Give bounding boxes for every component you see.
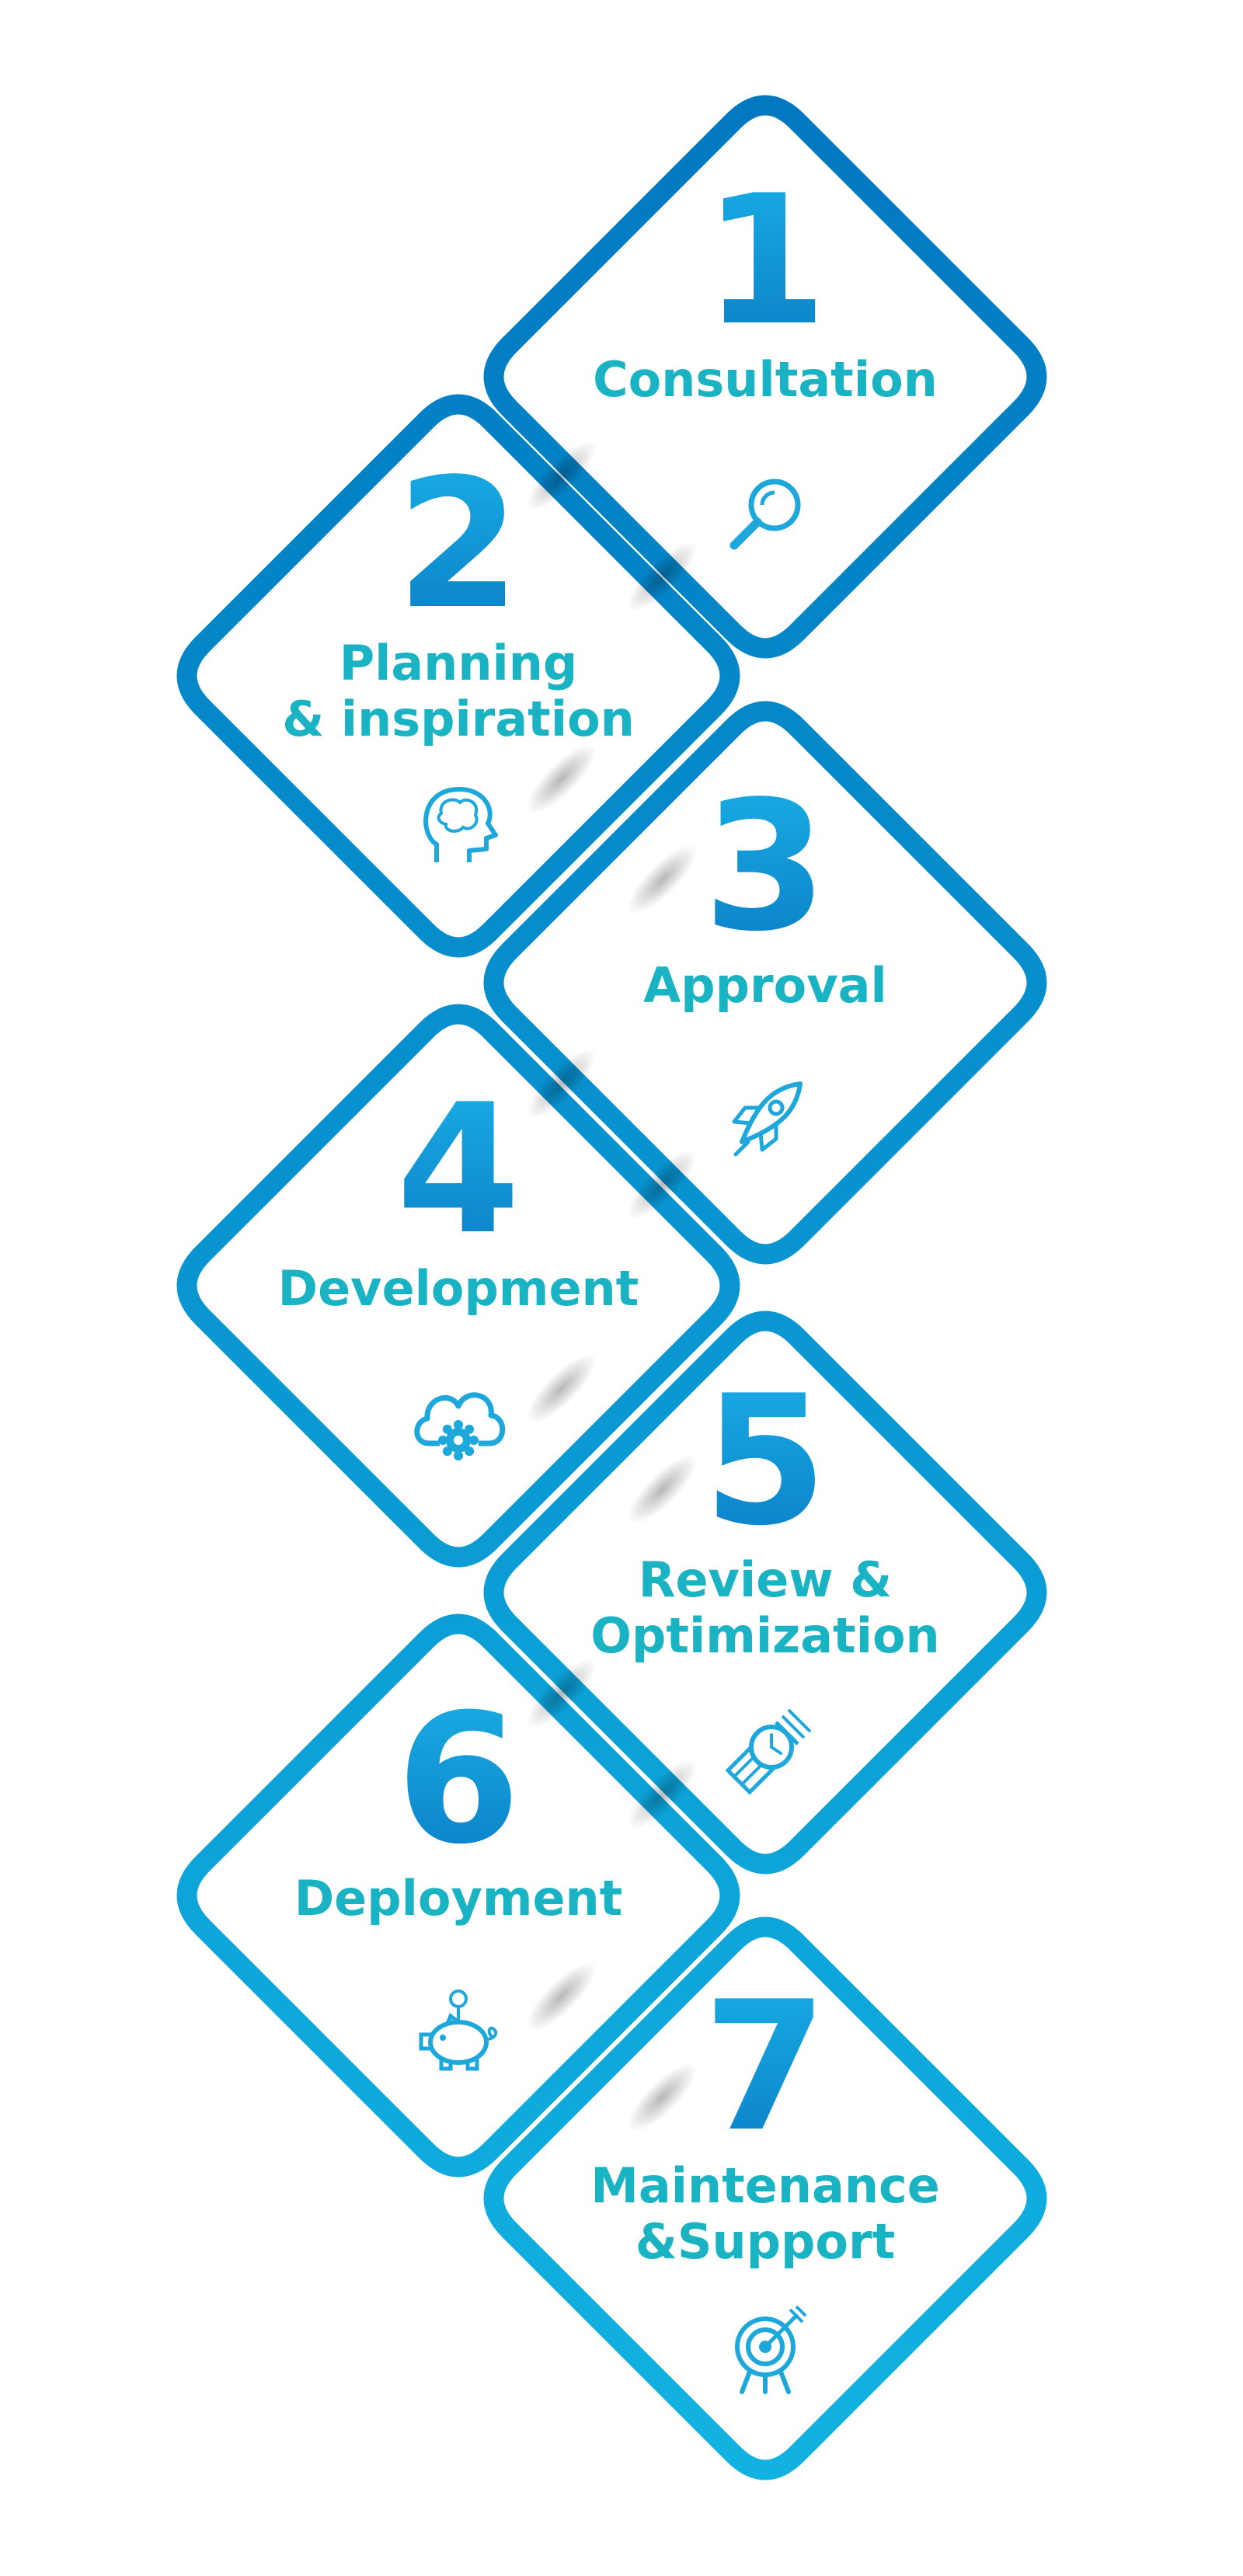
frame-overlap bbox=[526, 1049, 698, 1220]
overlap-shadow bbox=[627, 541, 698, 612]
overlap-shadow bbox=[526, 1049, 597, 1119]
target-icon bbox=[735, 2305, 807, 2394]
overlap-shadow bbox=[627, 2063, 698, 2132]
piggy-bank-icon bbox=[419, 1989, 498, 2071]
step-frame bbox=[483, 1916, 1047, 2480]
step-label: &Support bbox=[635, 2213, 895, 2270]
step-number: 1 bbox=[703, 158, 827, 365]
overlap-shadow bbox=[526, 743, 597, 814]
frame-overlap bbox=[526, 743, 698, 915]
step-frame bbox=[483, 1311, 1047, 1875]
step-number: 6 bbox=[396, 1676, 521, 1884]
step-label: Development bbox=[278, 1260, 639, 1317]
overlap-shadow bbox=[627, 1454, 698, 1525]
step-label: Optimization bbox=[590, 1607, 939, 1664]
step-label: Planning bbox=[339, 635, 578, 691]
overlap-shadow bbox=[526, 1353, 597, 1424]
magnifier-icon bbox=[729, 479, 801, 550]
frame-overlap bbox=[526, 440, 698, 612]
step-label: Review & bbox=[639, 1551, 892, 1608]
frame-overlap bbox=[526, 1962, 698, 2132]
step-frame bbox=[176, 1004, 740, 1568]
step-number: 3 bbox=[703, 764, 827, 971]
overlap-shadow bbox=[526, 440, 597, 511]
step-label: Approval bbox=[643, 957, 886, 1014]
step-frame bbox=[176, 1613, 740, 2177]
step-frame bbox=[483, 701, 1047, 1265]
step-label: Consultation bbox=[593, 351, 938, 408]
step-label: Maintenance bbox=[590, 2157, 940, 2214]
step-label: & inspiration bbox=[282, 691, 635, 747]
step-number: 7 bbox=[703, 1964, 827, 2171]
overlap-shadow bbox=[627, 1150, 698, 1220]
step-number: 5 bbox=[703, 1358, 827, 1565]
step-number: 2 bbox=[396, 441, 521, 649]
rocket-icon bbox=[732, 1081, 803, 1157]
step-number: 4 bbox=[396, 1067, 521, 1274]
overlap-shadow bbox=[627, 844, 698, 915]
overlap-shadow bbox=[526, 1962, 597, 2031]
frame-overlap bbox=[526, 1353, 698, 1525]
step-frame bbox=[176, 394, 740, 958]
overlap-shadow bbox=[526, 1659, 597, 1728]
cloud-gear-icon bbox=[414, 1392, 506, 1460]
frame-overlap bbox=[526, 1659, 698, 1829]
watch-icon bbox=[725, 1708, 812, 1795]
brain-head-icon bbox=[423, 786, 498, 862]
step-frame bbox=[483, 95, 1047, 659]
overlap-shadow bbox=[627, 1760, 698, 1829]
step-label: Deployment bbox=[294, 1870, 623, 1927]
